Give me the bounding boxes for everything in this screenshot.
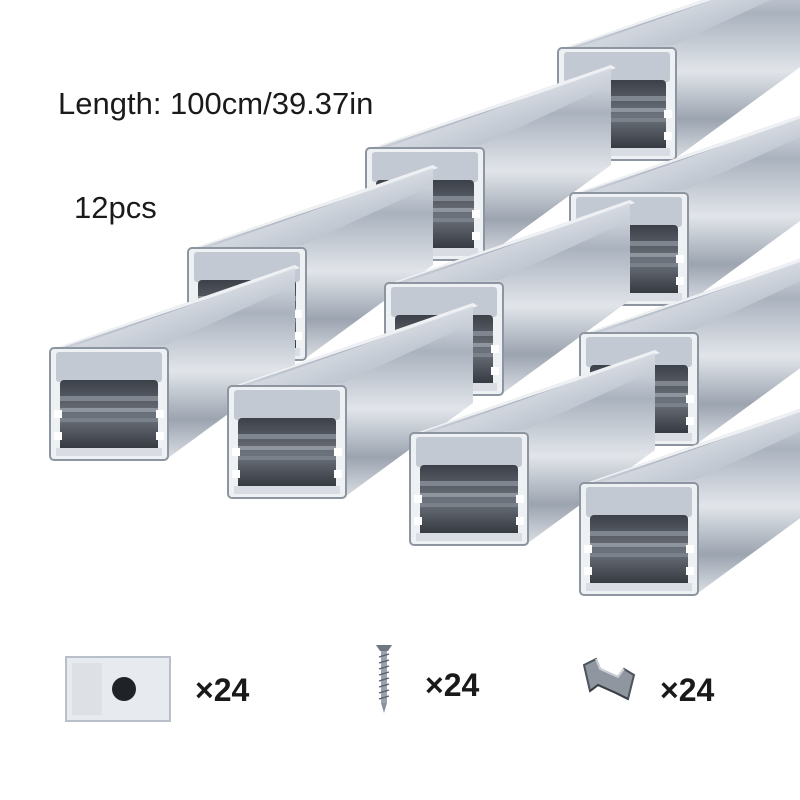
mounting-clip-icon <box>582 657 636 701</box>
mounting-clip-count: ×24 <box>660 672 715 708</box>
length-label: Length: 100cm/39.37in <box>58 86 374 121</box>
screw-count: ×24 <box>425 667 480 703</box>
screw-icon <box>376 645 392 713</box>
end-cap-icon <box>65 656 171 722</box>
end-cap-count: ×24 <box>195 672 250 708</box>
quantity-label: 12pcs <box>74 190 157 225</box>
